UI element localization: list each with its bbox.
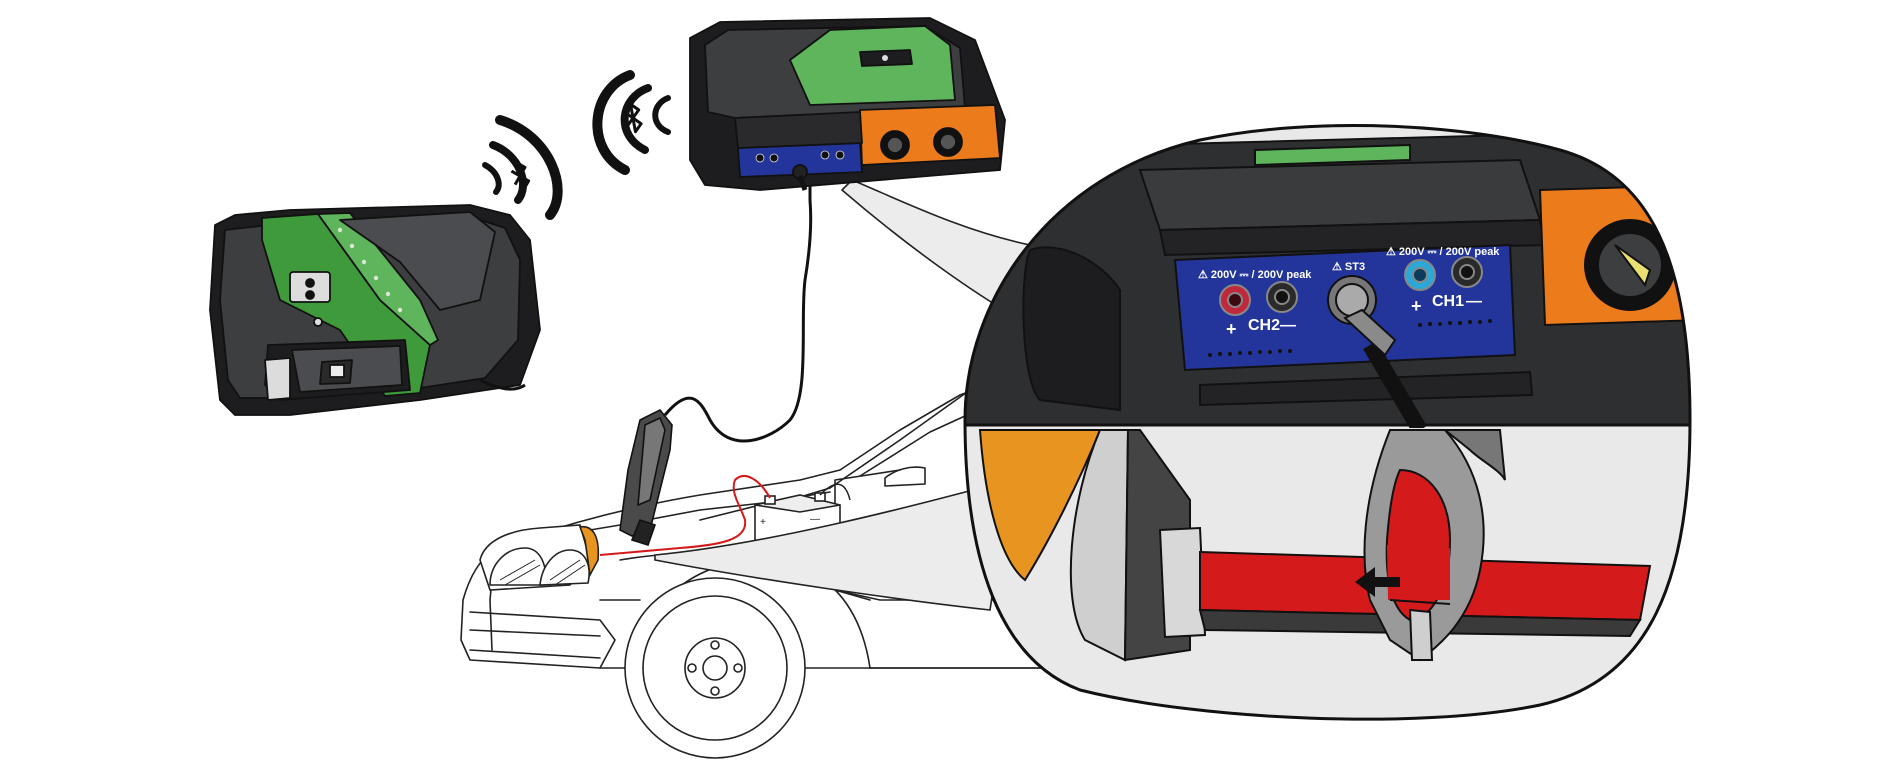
channel-panel: ⚠ 200V ⎓ / 200V peak ⚠ ST3 ⚠ 200V ⎓ / 20… (1198, 246, 1500, 435)
bluetooth-icon (510, 160, 531, 192)
st3-connector (1327, 275, 1397, 357)
ch2-plus-label: + (1226, 319, 1237, 339)
zoom-device-closeup (965, 128, 1690, 426)
ch2-rating-label: ⚠ 200V ⎓ / 200V peak (1198, 269, 1312, 281)
clamp-cable (663, 185, 813, 443)
vent-dots (1208, 319, 1492, 357)
svg-text:—: — (810, 514, 820, 525)
ch1-minus-label: — (1466, 293, 1482, 310)
bluetooth-waves-left (482, 115, 563, 220)
st3-plug (797, 175, 808, 191)
ch1-name-label: CH1 (1432, 293, 1464, 310)
headlight-assembly (479, 524, 600, 591)
st3-cable-closeup (1363, 340, 1427, 435)
current-clamp (619, 408, 673, 546)
st3-label: ⚠ ST3 (1332, 261, 1365, 273)
bluetooth-icon (624, 102, 643, 134)
zoom-bubble: ⚠ 200V ⎓ / 200V peak ⚠ ST3 ⚠ 200V ⎓ / 20… (965, 125, 1690, 720)
vci-device (209, 204, 541, 416)
ch2-name-label: CH2 (1248, 317, 1280, 334)
measuring-module (689, 17, 1006, 191)
svg-text:+: + (760, 517, 766, 528)
battery-red-cable (599, 475, 771, 556)
ch1-plus-label: + (1411, 296, 1422, 316)
bluetooth-waves-right (592, 70, 671, 175)
front-wheel (624, 577, 806, 759)
zoom-bubble-outline (963, 124, 1692, 721)
arrow-left-icon (1355, 567, 1400, 597)
zoom-clamp-closeup (978, 429, 1652, 662)
ch1-rating-label: ⚠ 200V ⎓ / 200V peak (1386, 246, 1500, 258)
ch2-minus-label: — (1280, 317, 1296, 334)
